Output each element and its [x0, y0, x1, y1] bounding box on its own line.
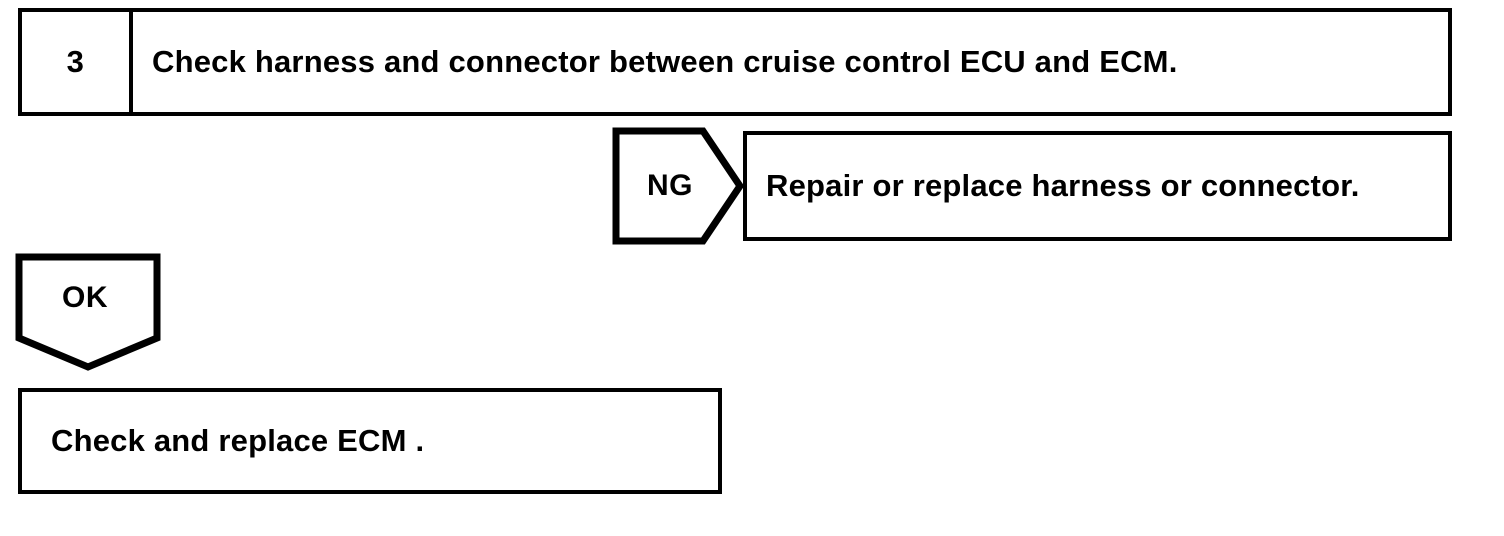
ng-action-text: Repair or replace harness or connector. — [766, 168, 1360, 203]
step-number-cell: 3 — [22, 12, 133, 112]
ng-branch-arrow: NG — [612, 127, 745, 245]
ng-action-box: Repair or replace harness or connector. — [743, 131, 1452, 241]
ok-branch-label: OK — [62, 281, 108, 314]
ok-arrow-shape — [15, 253, 161, 371]
step-number: 3 — [66, 44, 85, 79]
ok-branch-arrow: OK — [14, 253, 162, 371]
step-box: 3 Check harness and connector between cr… — [18, 8, 1452, 116]
step-instruction: Check harness and connector between crui… — [152, 44, 1178, 79]
ng-branch-label: NG — [647, 169, 693, 202]
ng-arrow-shape — [612, 127, 745, 245]
ok-action-box: Check and replace ECM . — [18, 388, 722, 494]
ng-pentagon-path — [612, 127, 745, 245]
step-instruction-cell: Check harness and connector between crui… — [133, 12, 1448, 112]
ok-action-text: Check and replace ECM . — [51, 423, 425, 458]
ok-pentagon-path — [15, 253, 161, 371]
